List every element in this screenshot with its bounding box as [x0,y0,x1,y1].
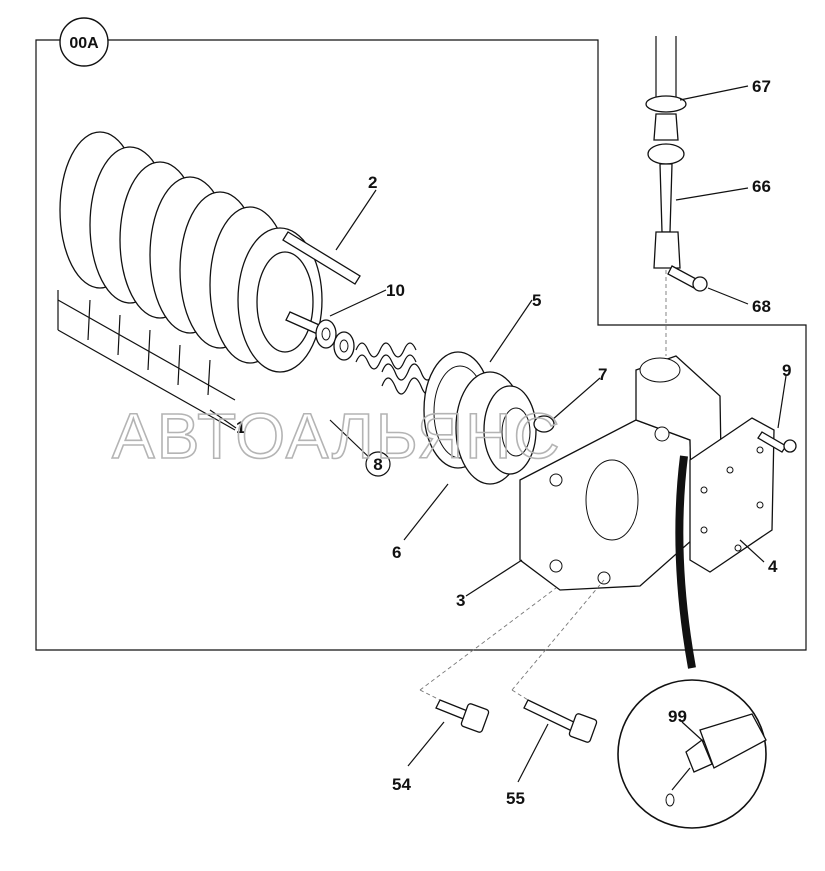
screw-9 [757,431,797,453]
assembly-badge: 00A [59,17,109,67]
callout-55: 55 [506,789,525,808]
springs [355,342,435,395]
assembly-badge-label: 00A [69,35,99,52]
bolt-54 [435,699,490,733]
fitting-7 [533,415,555,433]
sealant-detail [617,455,767,829]
bolt-54-guide [419,587,557,701]
callout-1: 1 [236,418,245,437]
bolt-55 [523,699,598,743]
assembly-boundary [35,39,807,651]
leader-lines [209,85,787,783]
callout-6: 6 [392,543,401,562]
callout-labels: 1 2 3 4 5 6 7 8 9 10 54 55 66 67 68 99 [236,77,791,808]
callout-8: 8 [373,455,382,474]
piston [455,371,537,485]
callout-67: 67 [752,77,771,96]
callout-2: 2 [368,173,377,192]
watermark: АВТОАЛЬЯНС [112,400,562,472]
pin [282,231,361,285]
callout-68: 68 [752,297,771,316]
callout-99: 99 [668,707,687,726]
callout-8-badge: 8 [365,451,391,477]
bolt-55-guide [511,579,605,701]
callout-9: 9 [782,361,791,380]
callout-3: 3 [456,591,465,610]
clutch-disc-pack [57,131,323,431]
housing [519,355,723,591]
callout-5: 5 [532,291,541,310]
callout-10: 10 [386,281,405,300]
callout-7: 7 [598,365,607,384]
washers [315,319,355,361]
callout-4: 4 [768,557,778,576]
cable-assembly [645,36,708,356]
cover-plate [689,417,775,573]
callout-66: 66 [752,177,771,196]
callout-54: 54 [392,775,411,794]
